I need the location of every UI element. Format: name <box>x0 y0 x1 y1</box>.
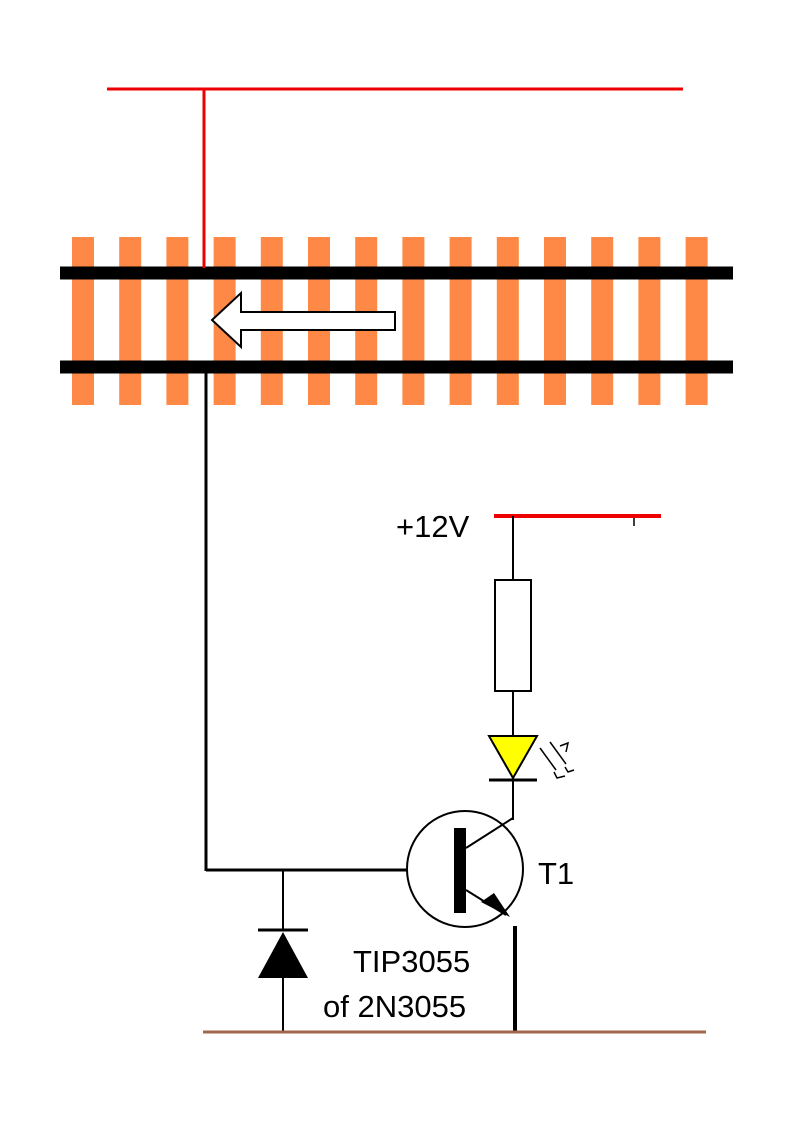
sleeper <box>591 237 614 405</box>
sleeper <box>166 237 189 405</box>
supply-voltage-label: +12V <box>396 509 470 544</box>
transistor-part-label: TIP3055 <box>353 944 470 979</box>
light-emission-icon <box>539 741 575 779</box>
transistor-reference-label: T1 <box>538 856 574 891</box>
emitter-arrow-icon <box>481 893 510 917</box>
sleeper <box>638 237 661 405</box>
transistor-collector <box>465 817 514 849</box>
resistor <box>494 579 532 692</box>
sleeper <box>119 237 142 405</box>
sleeper <box>544 237 566 405</box>
sleeper <box>496 237 519 405</box>
diode <box>258 932 308 978</box>
direction-arrow-icon <box>210 290 396 350</box>
sleeper <box>449 237 472 405</box>
sleeper <box>72 237 94 405</box>
sleeper <box>402 237 425 405</box>
transistor-alt-part-label: of 2N3055 <box>323 989 466 1024</box>
led <box>487 735 539 781</box>
transistor-t1 <box>406 810 524 928</box>
sleeper <box>685 237 708 405</box>
